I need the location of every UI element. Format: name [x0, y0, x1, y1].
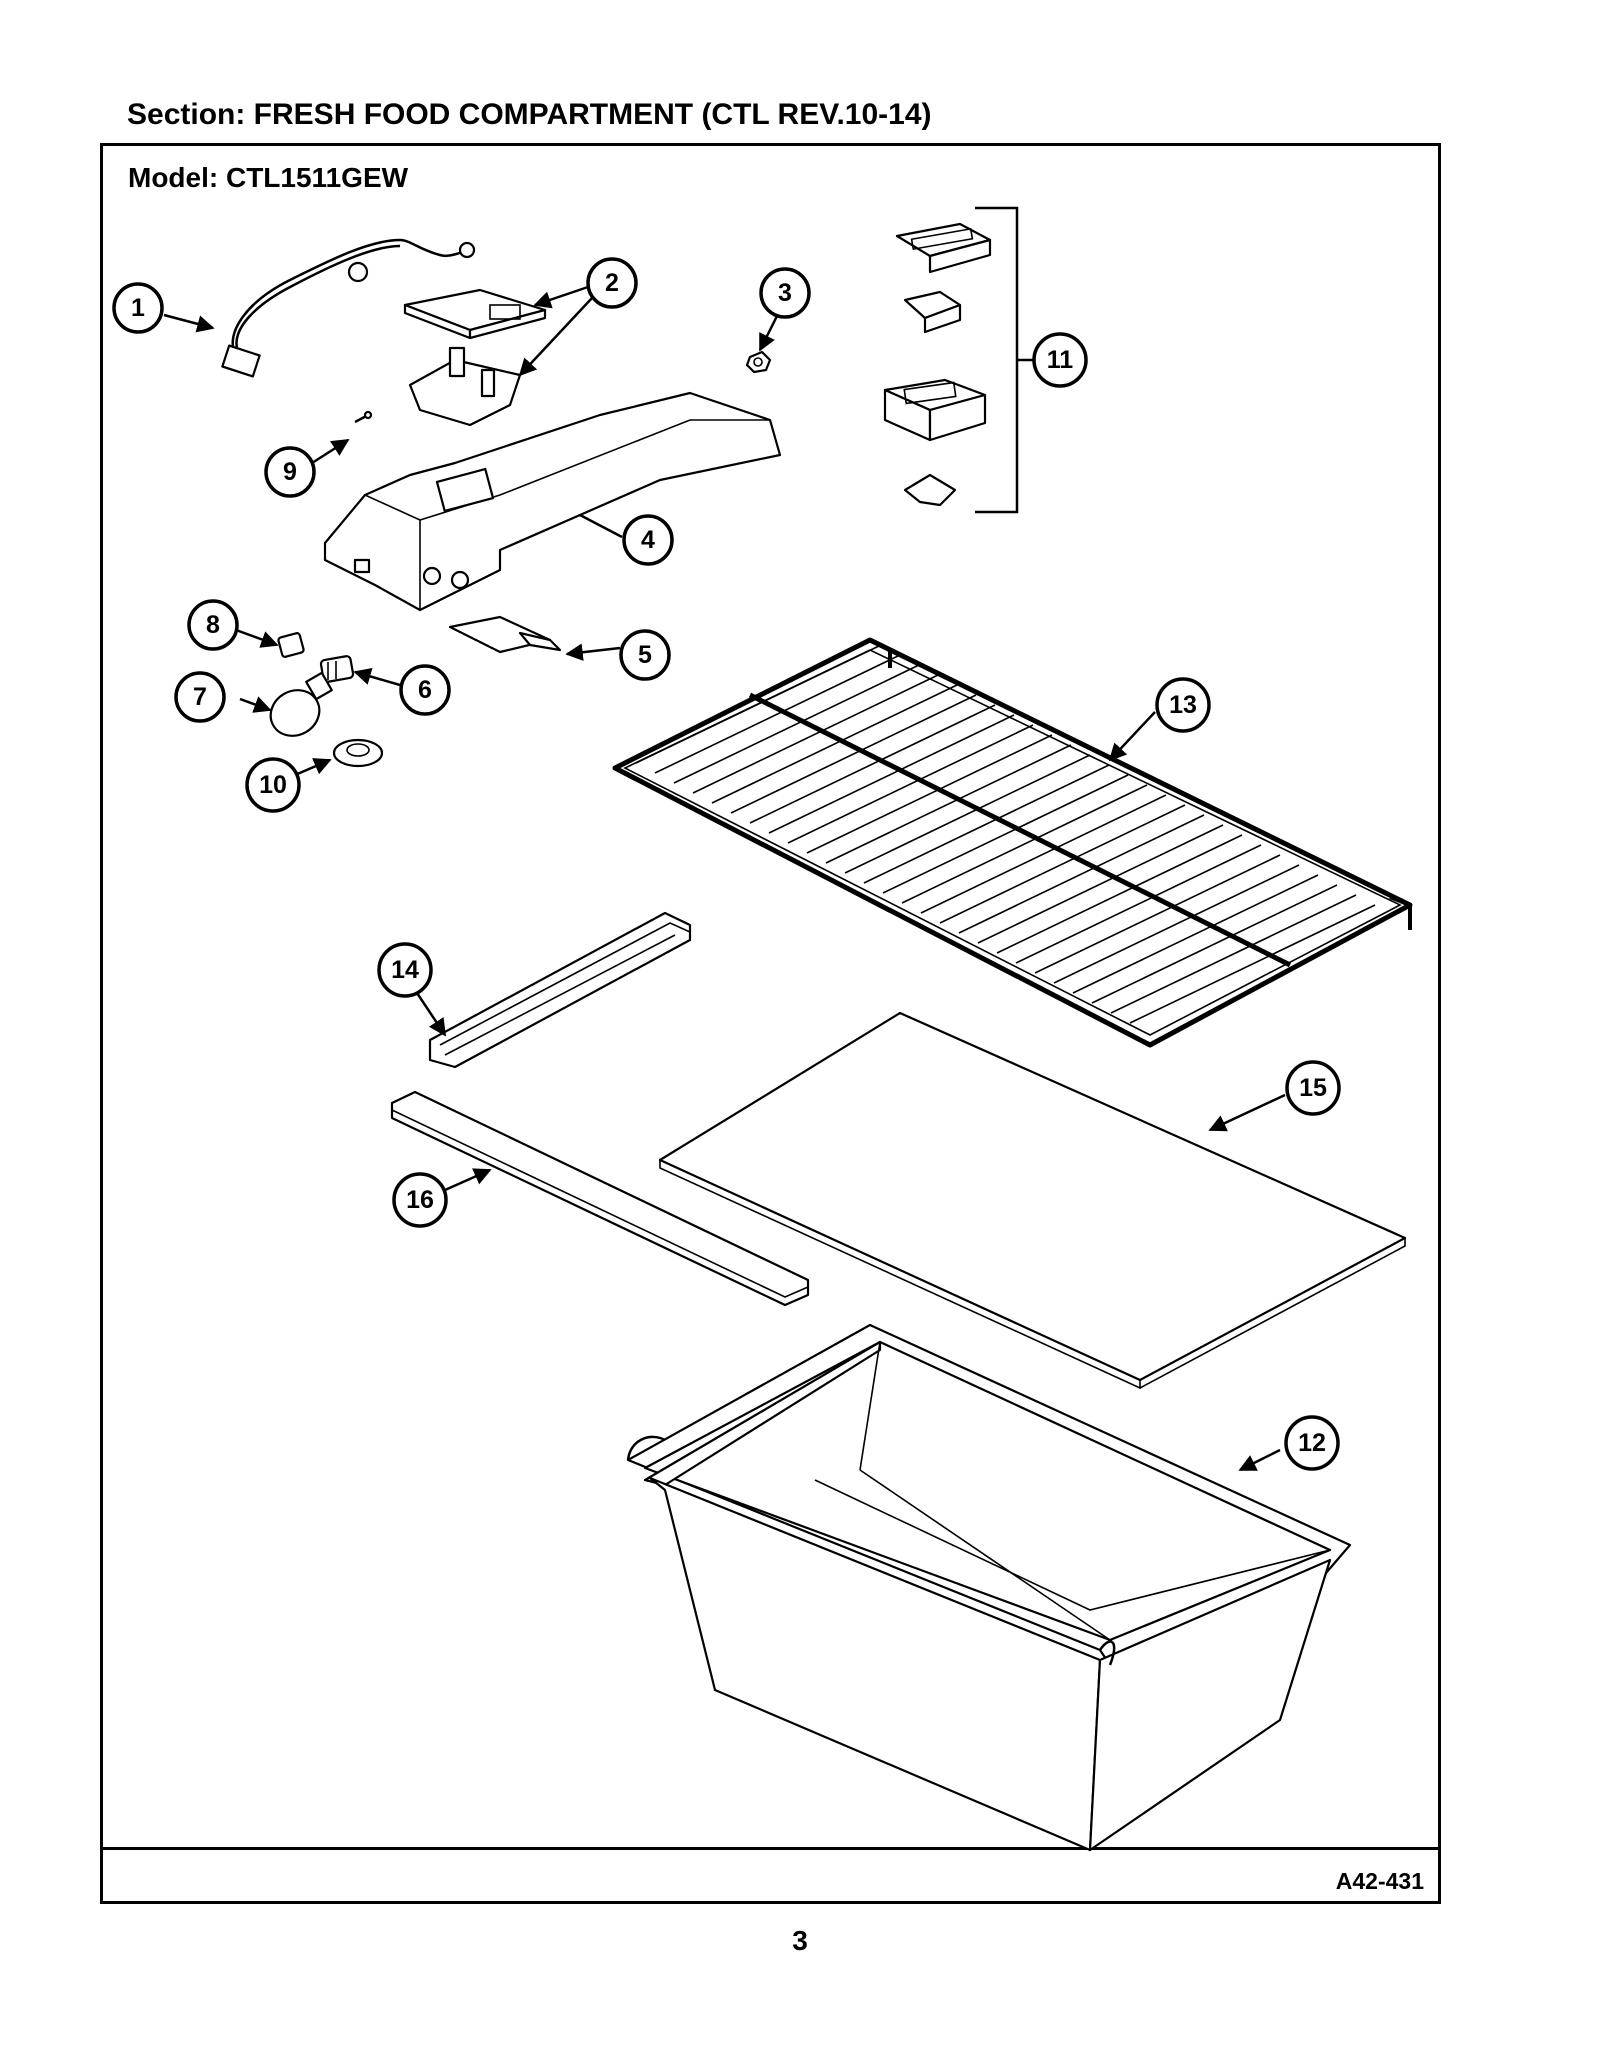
- callout-2: 2: [586, 257, 638, 309]
- svg-text:13: 13: [1169, 691, 1197, 719]
- callout-9: 9: [264, 446, 316, 498]
- part-1-wire-harness: [221, 238, 476, 378]
- leader-lines: [163, 285, 1286, 1472]
- part-11-clip-set: [883, 222, 992, 507]
- svg-text:6: 6: [418, 676, 432, 704]
- svg-text:8: 8: [206, 611, 220, 639]
- callout-6: 6: [399, 664, 451, 716]
- svg-text:10: 10: [259, 771, 287, 799]
- part-8-switch: [277, 632, 305, 658]
- callout-13: 13: [1155, 677, 1211, 733]
- part-6-lamp-socket: [319, 655, 355, 683]
- part-10-knob: [332, 738, 384, 768]
- callout-10: 10: [245, 757, 301, 813]
- svg-text:14: 14: [391, 956, 419, 984]
- part-2-thermostat-housing: [408, 346, 522, 427]
- svg-text:11: 11: [1047, 346, 1074, 374]
- svg-text:9: 9: [283, 458, 297, 486]
- callout-12: 12: [1284, 1415, 1340, 1471]
- part-3-nut: [745, 350, 772, 374]
- svg-text:12: 12: [1298, 1429, 1326, 1457]
- part-4-control-housing: [323, 391, 782, 612]
- part-16-shelf-frame: [390, 1090, 810, 1307]
- part-12-crisper-pan: [626, 1323, 1352, 1852]
- page-number: 3: [792, 1925, 808, 1956]
- frame-divider: [103, 1847, 1438, 1850]
- callout-3: 3: [759, 267, 811, 319]
- section-title: Section: FRESH FOOD COMPARTMENT (CTL REV…: [127, 98, 932, 131]
- svg-text:2: 2: [605, 269, 619, 297]
- callout-4: 4: [622, 514, 674, 566]
- part-15-glass-shelf: [658, 1011, 1407, 1390]
- svg-text:7: 7: [193, 683, 207, 711]
- callout-16: 16: [392, 1172, 448, 1228]
- svg-text:3: 3: [778, 279, 792, 307]
- callout-1: 1: [112, 282, 164, 334]
- part-7-light-bulb: [269, 671, 333, 737]
- diagram-frame: Model: CTL1511GEW A42-431: [100, 143, 1441, 1904]
- part-9-screw: [354, 410, 373, 424]
- model-label: Model: CTL1511GEW: [128, 162, 409, 193]
- svg-text:4: 4: [641, 526, 655, 554]
- part-5-label: [448, 615, 562, 654]
- callout-14: 14: [377, 942, 433, 998]
- part-13-wire-shelf: [612, 637, 1413, 1048]
- part-2-control-board: [403, 288, 547, 340]
- svg-text:1: 1: [131, 294, 145, 322]
- callout-15: 15: [1285, 1060, 1341, 1116]
- callout-8: 8: [187, 599, 239, 651]
- part-14-shelf-trim: [428, 911, 692, 1069]
- callout-5: 5: [619, 629, 671, 681]
- svg-text:15: 15: [1299, 1074, 1327, 1102]
- drawing-code: A42-431: [1335, 1868, 1424, 1894]
- callout-7: 7: [174, 671, 226, 723]
- svg-text:5: 5: [638, 641, 652, 669]
- callout-11: 11: [1032, 332, 1088, 388]
- svg-text:16: 16: [406, 1186, 434, 1214]
